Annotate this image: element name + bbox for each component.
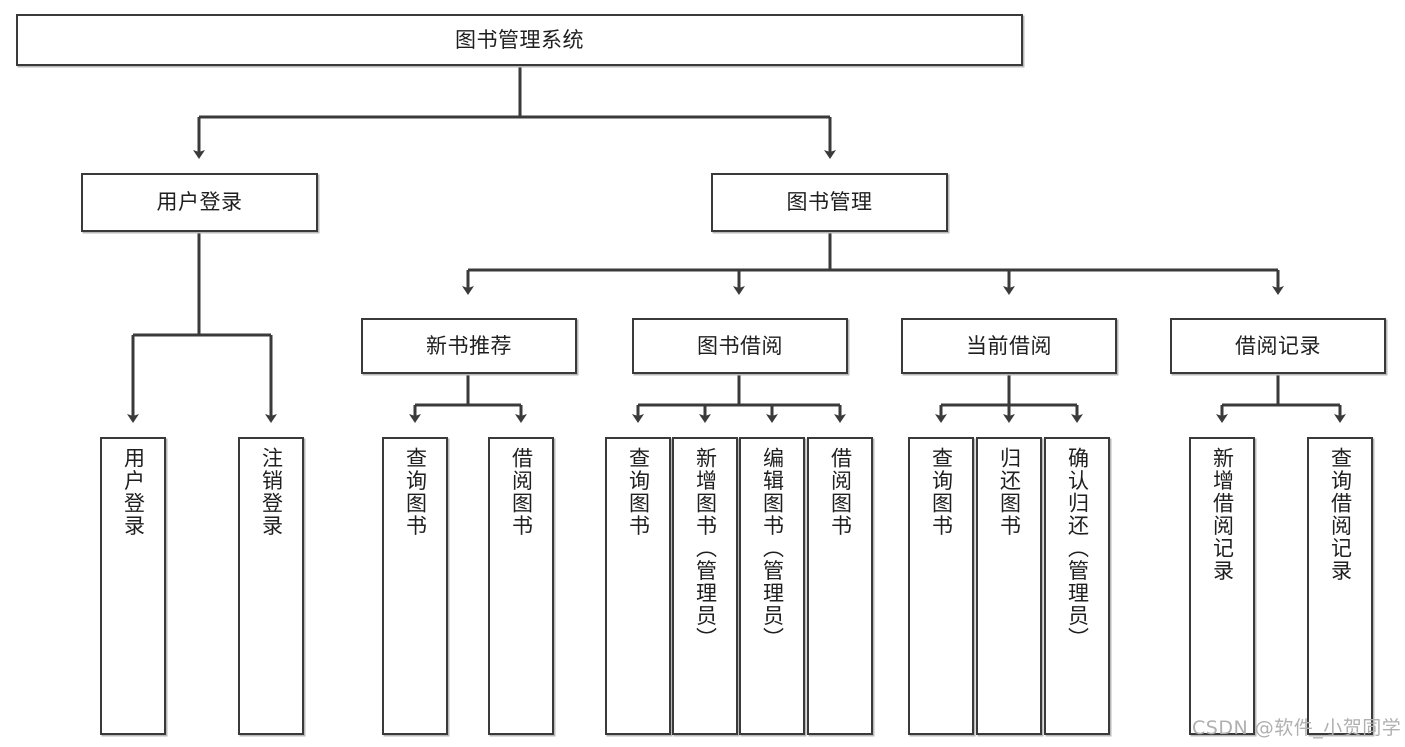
node-current-borrow[interactable]: 当前借阅 [901, 318, 1117, 374]
leaf-borrow-add-book[interactable]: 新增图书（管理员） [672, 437, 738, 735]
leaf-label: 注销登录 [259, 447, 284, 537]
node-new-book-recommend[interactable]: 新书推荐 [361, 318, 577, 374]
leaf-label: 查询图书 [626, 447, 651, 537]
leaf-label: 查询图书 [929, 447, 954, 537]
leaf-record-query-record[interactable]: 查询借阅记录 [1307, 437, 1373, 735]
leaf-label: 归还图书 [997, 447, 1022, 537]
node-label: 图书管理 [786, 190, 873, 215]
leaf-current-confirm-return[interactable]: 确认归还（管理员） [1044, 437, 1110, 735]
leaf-label: 新增借阅记录 [1210, 447, 1235, 582]
node-label: 图书管理系统 [455, 27, 584, 52]
leaf-recommend-borrow-book[interactable]: 借阅图书 [488, 437, 554, 735]
node-book-borrow[interactable]: 图书借阅 [632, 318, 848, 374]
node-label: 当前借阅 [966, 333, 1052, 358]
leaf-current-query-book[interactable]: 查询图书 [908, 437, 974, 735]
leaf-label: 编辑图书（管理员） [760, 447, 785, 650]
csdn-watermark: CSDN @软件_小贺同学 [1192, 717, 1402, 739]
leaf-borrow-query-book[interactable]: 查询图书 [605, 437, 671, 735]
node-root-system[interactable]: 图书管理系统 [16, 14, 1023, 66]
leaf-user-login[interactable]: 用户登录 [100, 437, 166, 735]
node-label: 用户登录 [156, 190, 243, 215]
leaf-borrow-borrow-book[interactable]: 借阅图书 [807, 437, 873, 735]
leaf-borrow-edit-book[interactable]: 编辑图书（管理员） [739, 437, 805, 735]
leaf-label: 查询借阅记录 [1328, 447, 1353, 582]
node-label: 借阅记录 [1235, 333, 1321, 358]
leaf-current-return-book[interactable]: 归还图书 [976, 437, 1042, 735]
node-label: 图书借阅 [697, 333, 783, 358]
node-user-login[interactable]: 用户登录 [81, 173, 318, 232]
leaf-user-logout[interactable]: 注销登录 [238, 437, 304, 735]
leaf-label: 查询图书 [403, 447, 428, 537]
leaf-label: 借阅图书 [509, 447, 534, 537]
leaf-label: 新增图书（管理员） [693, 447, 718, 650]
leaf-label: 借阅图书 [828, 447, 853, 537]
leaf-label: 确认归还（管理员） [1065, 447, 1090, 650]
leaf-label: 用户登录 [121, 447, 146, 537]
node-borrow-record[interactable]: 借阅记录 [1170, 318, 1386, 374]
leaf-record-add-record[interactable]: 新增借阅记录 [1189, 437, 1255, 735]
leaf-recommend-query-book[interactable]: 查询图书 [382, 437, 448, 735]
node-label: 新书推荐 [426, 333, 512, 358]
node-book-management[interactable]: 图书管理 [711, 173, 948, 232]
